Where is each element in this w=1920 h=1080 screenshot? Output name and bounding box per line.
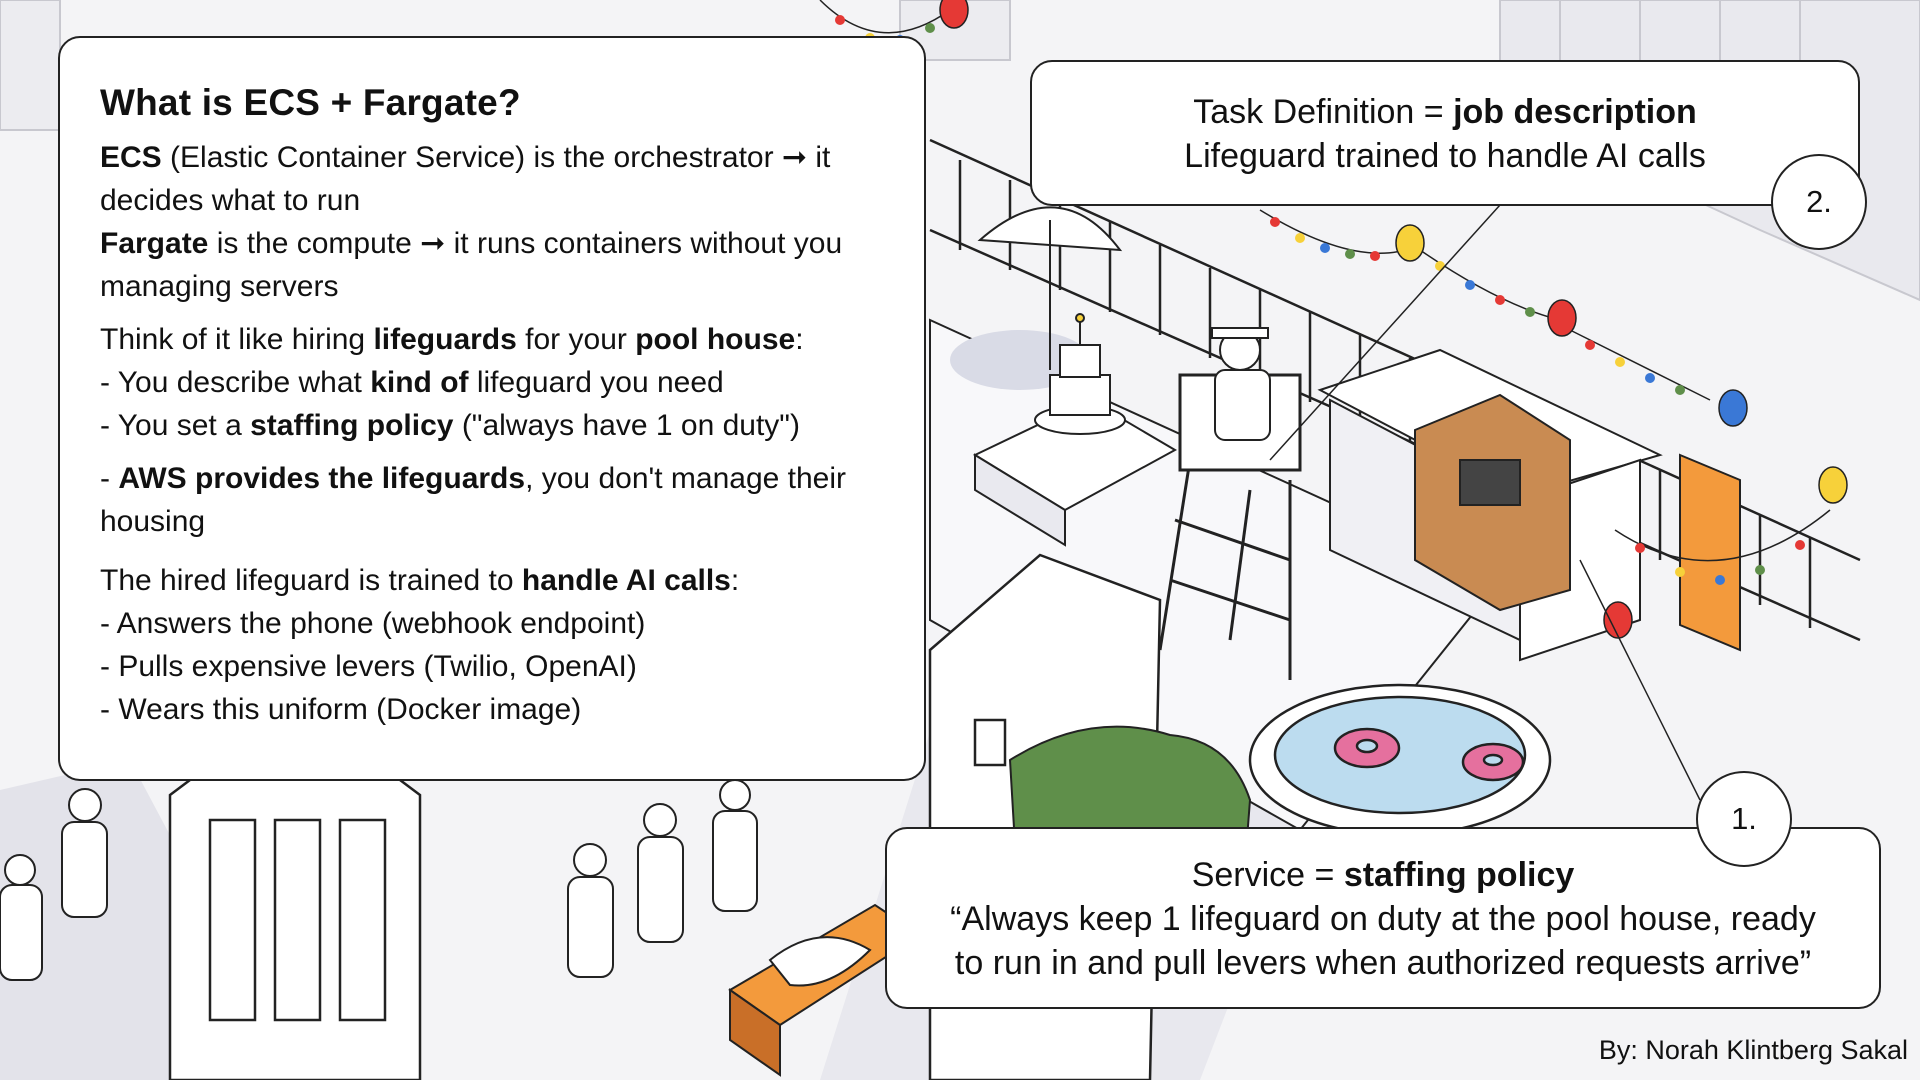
ecs-fargate-explainer-card: What is ECS + Fargate? ECS (Elastic Cont… <box>58 36 926 781</box>
service-quote-line-2: to run in and pull levers when authorize… <box>954 944 1812 982</box>
bullet-pulls-levers: - Pulls expensive levers (Twilio, OpenAI… <box>100 650 637 683</box>
task-definition-callout: Task Definition = job description Lifegu… <box>1030 60 1860 206</box>
balloon-red <box>1603 601 1633 639</box>
donut-float-left <box>1333 727 1401 769</box>
lifeguard-analogy: Think of it like hiring lifeguards for y… <box>100 323 804 356</box>
fargate-definition: Fargate is the compute ➞ it runs contain… <box>100 227 843 303</box>
bullet-answers-phone: - Answers the phone (webhook endpoint) <box>100 607 646 640</box>
callout-leader-lines <box>1269 204 1701 801</box>
service-quote-line-1: “Always keep 1 lifeguard on duty at the … <box>950 900 1816 938</box>
garage-door <box>168 758 422 1080</box>
callout-number-1: 1. <box>1696 771 1792 867</box>
balloon-red <box>1547 299 1577 337</box>
balloons <box>939 0 1848 639</box>
author-byline: By: Norah Klintberg Sakal <box>1598 1035 1908 1065</box>
ai-calls-intro: The hired lifeguard is trained to handle… <box>100 564 740 597</box>
bullet-aws-provides: - AWS provides the lifeguards, you don't… <box>100 462 847 538</box>
balloon-yellow <box>1818 466 1848 504</box>
lifeguard-figure <box>1211 327 1271 441</box>
task-definition-description: Lifeguard trained to handle AI calls <box>1184 137 1706 175</box>
umbrella <box>977 206 1123 370</box>
balloon-red <box>939 0 969 29</box>
service-callout: Service = staffing policy “Always keep 1… <box>885 827 1881 1009</box>
bench-with-book <box>728 903 922 1077</box>
callout-number-2: 2. <box>1771 154 1867 250</box>
donut-float-right <box>1461 742 1525 782</box>
bullet-wears-uniform: - Wears this uniform (Docker image) <box>100 693 582 726</box>
balloon-yellow <box>1395 224 1425 262</box>
task-definition-heading: Task Definition = job description <box>1193 93 1697 131</box>
cake-table <box>972 313 1178 547</box>
bullet-kind-of-lifeguard: - You describe what kind of lifeguard yo… <box>100 366 724 399</box>
ecs-definition: ECS (Elastic Container Service) is the o… <box>100 141 831 217</box>
bullet-staffing-policy: - You set a staffing policy ("always hav… <box>100 409 800 442</box>
explainer-title: What is ECS + Fargate? <box>100 82 521 123</box>
pool <box>1248 683 1552 837</box>
balloon-blue <box>1718 389 1748 427</box>
service-heading: Service = staffing policy <box>1191 856 1575 894</box>
